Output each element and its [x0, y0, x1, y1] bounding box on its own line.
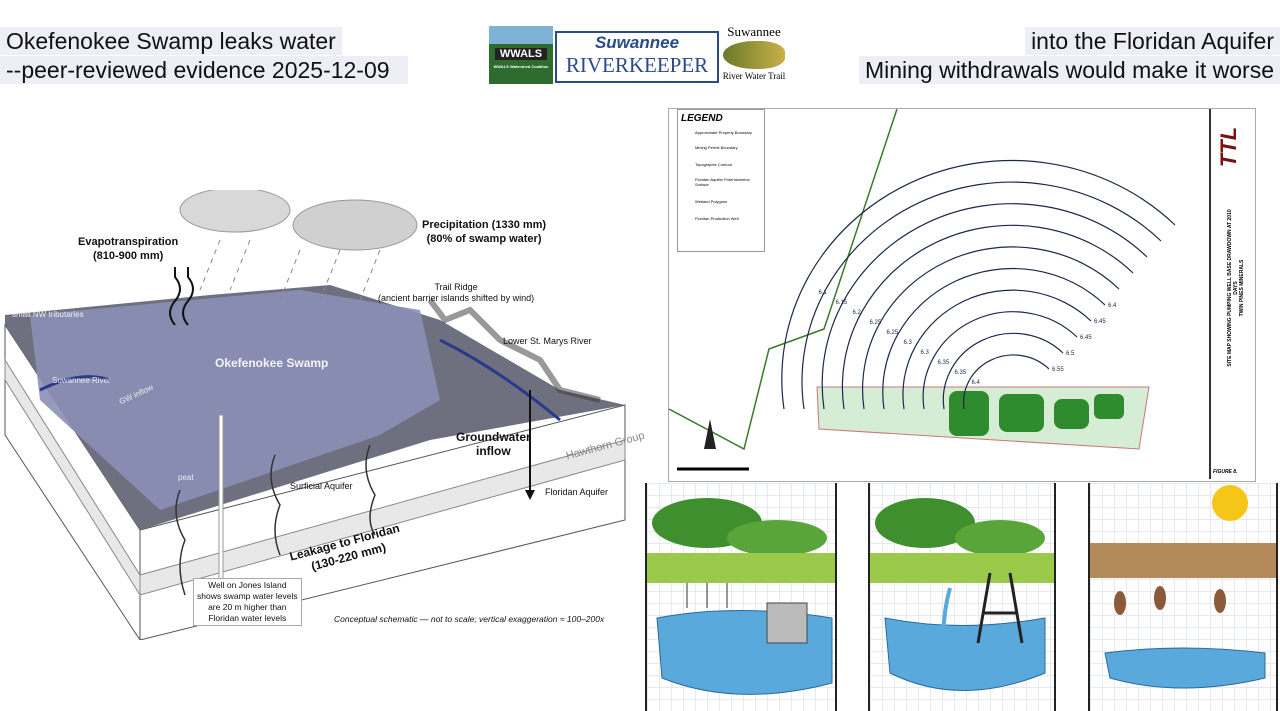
contour-label: 6.35 — [938, 360, 950, 366]
map-legend: LEGEND Approximate Property Boundary Min… — [677, 109, 765, 252]
drawdown-contour — [781, 159, 1176, 410]
wwals-logo: WWALS WWALS Watershed Coalition — [489, 26, 553, 84]
water-trail-logo-bottom: River Water Trail — [722, 71, 786, 81]
contour-label: 6.45 — [1080, 335, 1092, 341]
schematic-caption: Conceptual schematic — not to scale; ver… — [334, 614, 605, 624]
legend-item: Mining Permit Boundary — [695, 145, 738, 150]
riverkeeper-logo-bottom: RIVERKEEPER — [565, 53, 709, 77]
panel-drought — [1088, 483, 1278, 711]
subtitle-line-1: into the Floridan Aquifer — [1025, 27, 1280, 55]
contour-label: 6.45 — [1094, 319, 1106, 325]
contour-label: 6.25 — [887, 330, 899, 336]
contour-label: 6.35 — [955, 370, 967, 376]
surficial-aquifer-label: Surficial Aquifer — [290, 481, 353, 491]
drawdown-site-map: 6.1 6.15 6.2 6.25 6.25 6.3 6.3 6.35 6.35 6.4 6.4 6.… — [668, 108, 1256, 482]
north-arrow-icon — [704, 419, 716, 449]
swamp-name-label: Okefenokee Swamp — [215, 356, 329, 370]
drawdown-contour — [922, 311, 1078, 410]
contour-label: 6.15 — [836, 300, 848, 306]
contour-label: 6.2 — [853, 310, 862, 316]
drawdown-contour — [801, 181, 1162, 410]
legend-item: Approximate Property Boundary — [695, 130, 752, 135]
contour-label: 6.3 — [904, 340, 913, 346]
contour-label: 6.1 — [819, 290, 828, 296]
suwannee-river-label: Suwannee River — [52, 376, 111, 385]
legend-item: Floridan Aquifer Potentiometric Surface — [695, 177, 750, 187]
evapotranspiration-label: Evapotranspiration(810-900 mm) — [78, 236, 179, 262]
subtitle-line-2: Mining withdrawals would make it worse — [858, 56, 1280, 84]
drawdown-contour — [962, 354, 1050, 410]
st-marys-label: Lower St. Marys River — [503, 336, 592, 346]
title-block: TTL SITE MAP SHOWING PUMPING WELL BASE D… — [1209, 109, 1255, 479]
riverkeeper-logo: Suwannee RIVERKEEPER — [555, 31, 719, 83]
legend-title: LEGEND — [681, 113, 723, 124]
drawdown-contour — [882, 267, 1106, 410]
contour-label: 6.55 — [1052, 367, 1064, 373]
drawdown-contour — [841, 224, 1134, 410]
bass-fish-icon — [723, 41, 785, 69]
contour-label: 6.25 — [870, 320, 882, 326]
map-title: SITE MAP SHOWING PUMPING WELL BASE DRAWD… — [1227, 209, 1245, 367]
contour-label: 6.4 — [1108, 303, 1117, 309]
drawdown-contour — [902, 289, 1092, 410]
drawdown-contour — [821, 203, 1148, 410]
wwals-logo-text: WWALS — [495, 48, 547, 60]
wwals-logo-subtext: WWALS Watershed Coalition — [493, 64, 549, 69]
trail-ridge-label: Trail Ridge(ancient barrier islands shif… — [378, 282, 535, 303]
drawdown-contour — [942, 332, 1064, 410]
water-trail-logo: Suwannee River Water Trail — [718, 25, 790, 85]
water-trail-logo-top: Suwannee — [727, 24, 781, 39]
legend-item: Topographic Contour — [695, 162, 733, 167]
title-line-2: --peer-reviewed evidence 2025-12-09 — [0, 56, 408, 84]
contour-label: 6.5 — [1066, 351, 1075, 357]
drawdown-contour — [861, 246, 1120, 410]
legend-item: Floridan Production Well — [695, 216, 739, 221]
figure-number: FIGURE 8. — [1213, 469, 1238, 475]
panel-pumping-well — [868, 483, 1056, 711]
riverkeeper-logo-top: Suwannee — [594, 33, 680, 52]
floridan-aquifer-label: Floridan Aquifer — [545, 487, 609, 497]
contour-label: 6.4 — [972, 380, 981, 386]
contour-label: 6.3 — [921, 350, 930, 356]
precipitation-label: Precipitation (1330 mm)(80% of swamp wat… — [422, 219, 547, 245]
aquifer-schematic: Evapotranspiration(810-900 mm) Precipita… — [0, 190, 646, 640]
ttl-logo: TTL — [1216, 126, 1242, 168]
title-line-1: Okefenokee Swamp leaks water — [0, 27, 342, 55]
peat-label: peat — [178, 473, 194, 482]
legend-item: Wetland Polygons — [695, 199, 728, 204]
nw-tributaries-label: small NW tributaries — [12, 310, 84, 319]
panel-natural-well — [645, 483, 837, 711]
